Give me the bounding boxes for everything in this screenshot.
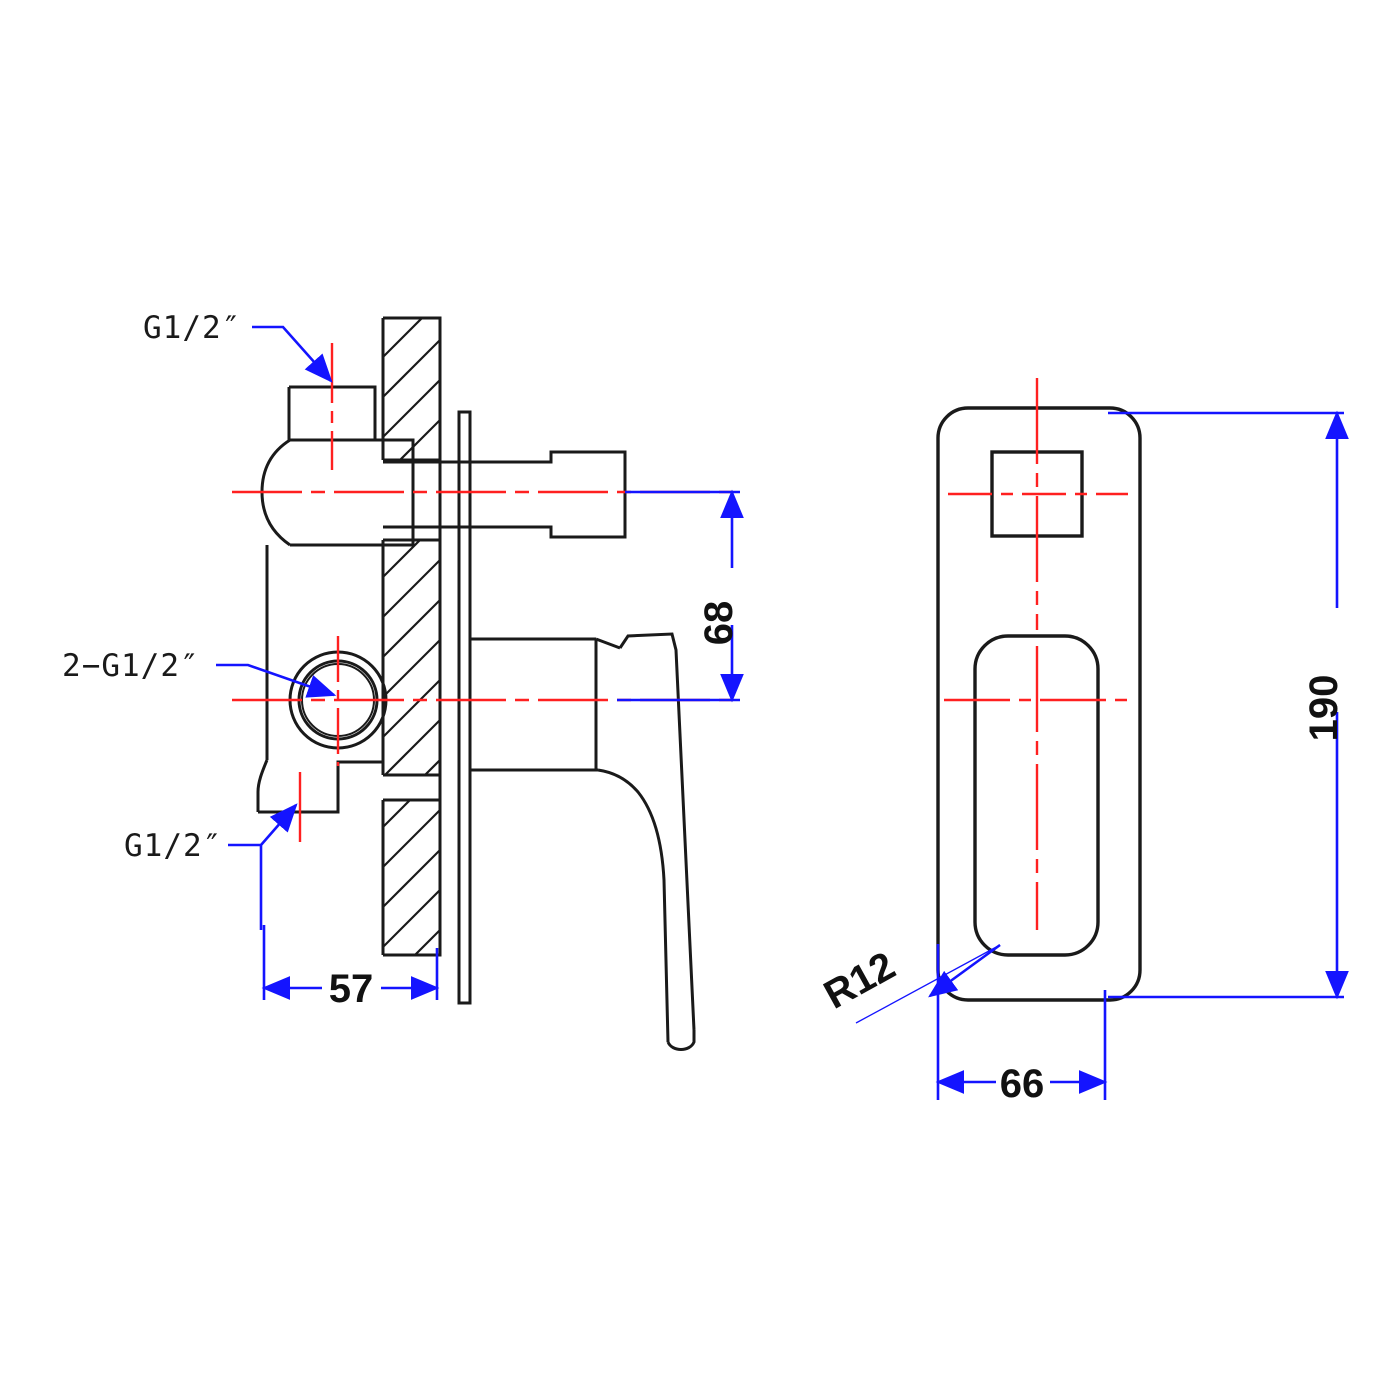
leader-thread-top bbox=[252, 325, 333, 383]
section-view: G1/2″ 2−G1/2″ G1/2″ 68 57 bbox=[62, 310, 744, 1051]
dimension-value-57: 57 bbox=[329, 967, 374, 1011]
dimension-190 bbox=[1108, 410, 1349, 1000]
leader-thread-middle bbox=[216, 663, 337, 698]
face-plate-outline bbox=[936, 406, 1142, 1002]
dimension-57 bbox=[261, 925, 440, 1000]
diverter-knob bbox=[383, 450, 627, 539]
dimension-68 bbox=[617, 489, 744, 703]
label-thread-bottom: G1/2″ bbox=[124, 828, 222, 864]
face-plate-edge bbox=[457, 410, 472, 1005]
dimension-66 bbox=[935, 944, 1108, 1100]
label-thread-middle: 2−G1/2″ bbox=[62, 648, 200, 684]
front-view: R12 190 66 bbox=[817, 378, 1349, 1106]
lever-handle bbox=[470, 632, 696, 1051]
dimension-value-66: 66 bbox=[1000, 1062, 1045, 1106]
annotation-leaders bbox=[216, 325, 337, 930]
leader-thread-bottom bbox=[228, 805, 296, 930]
radius-leader bbox=[855, 943, 1001, 1024]
dimension-value-68: 68 bbox=[697, 601, 741, 646]
lever-handle-outline bbox=[973, 634, 1100, 957]
centerlines-right bbox=[944, 378, 1136, 930]
dimension-value-190: 190 bbox=[1302, 675, 1346, 742]
label-thread-top: G1/2″ bbox=[143, 310, 241, 346]
